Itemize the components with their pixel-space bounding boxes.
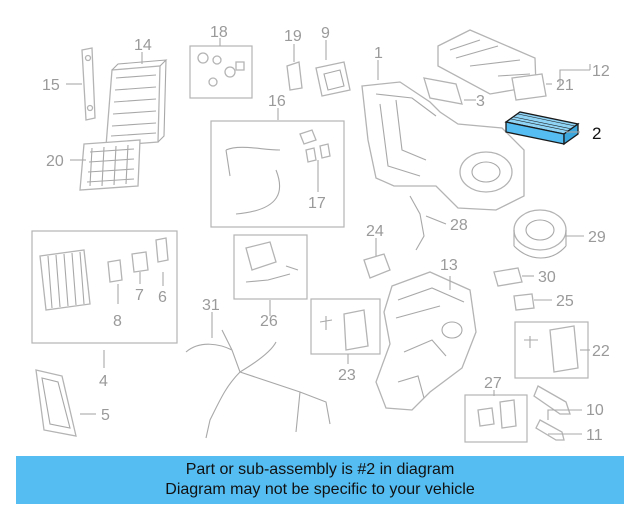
frame-23 (310, 298, 381, 355)
frame-26 (233, 234, 308, 300)
part-16-pipes (225, 129, 317, 215)
callout-10: 10 (586, 402, 604, 419)
part-1-hvac-housing (361, 81, 525, 211)
callout-30: 30 (538, 269, 556, 286)
part-29-blower-motor (513, 209, 567, 259)
leader-lines (66, 38, 591, 435)
callout-11: 11 (586, 427, 603, 444)
part-10-sensor (533, 385, 571, 415)
callout-29: 29 (588, 229, 606, 246)
part-11-sensor (535, 419, 565, 441)
part-19-clip (286, 61, 303, 91)
part-23-cover (319, 309, 369, 351)
callout-15: 15 (42, 77, 60, 94)
callout-21: 21 (556, 77, 574, 94)
callout-1: 1 (374, 45, 383, 62)
part-20-plate (79, 139, 141, 191)
callout-6: 6 (158, 289, 167, 306)
callout-5: 5 (101, 407, 110, 424)
callout-20: 20 (46, 153, 64, 170)
part-24 (363, 253, 391, 279)
callout-27: 27 (484, 375, 502, 392)
callout-26: 26 (260, 313, 278, 330)
callout-12: 12 (592, 63, 610, 80)
frame-16 (210, 120, 345, 228)
callout-9: 9 (321, 25, 330, 42)
info-banner: Part or sub-assembly is #2 in diagram Di… (16, 456, 624, 504)
part-4-evaporator-group (39, 237, 169, 311)
callout-4: 4 (99, 373, 108, 390)
banner-line-2: Diagram may not be specific to your vehi… (165, 481, 475, 498)
frame-4 (31, 230, 178, 344)
parts-diagram: 1 2 3 4 5 6 7 8 9 10 11 12 13 14 15 16 1… (31, 24, 610, 444)
frame-18 (189, 45, 253, 99)
part-18-fasteners (197, 52, 245, 87)
part-15-bracket (81, 47, 96, 121)
callout-18: 18 (210, 24, 228, 41)
callout-2: 2 (592, 124, 601, 143)
part-27-clips (477, 399, 517, 429)
banner-line-1: Part or sub-assembly is #2 in diagram (185, 461, 455, 478)
part-2-cabin-filter (504, 111, 580, 146)
callout-16: 16 (268, 93, 286, 110)
part-13-lower-housing (375, 271, 477, 411)
part-22-cover (524, 325, 579, 373)
part-5-frame (35, 369, 77, 437)
part-25 (513, 293, 535, 311)
callout-23: 23 (338, 367, 356, 384)
callout-25: 25 (556, 293, 574, 310)
callout-22: 22 (592, 343, 610, 360)
callout-14: 14 (134, 37, 152, 54)
part-14-heater-core (105, 59, 168, 147)
callout-28: 28 (450, 217, 468, 234)
callout-24: 24 (366, 223, 384, 240)
callout-17: 17 (308, 195, 326, 212)
callout-13: 13 (440, 257, 458, 274)
part-30 (493, 267, 523, 287)
part-26-bracket (245, 241, 299, 283)
part-9-seal (315, 61, 351, 97)
callout-7: 7 (135, 287, 144, 304)
callout-31: 31 (202, 297, 220, 314)
callout-19: 19 (284, 28, 302, 45)
frame-27 (464, 394, 528, 443)
part-3 (423, 77, 463, 105)
part-17-fittings (305, 143, 331, 163)
callout-8: 8 (113, 313, 122, 330)
part-28-rod (409, 195, 425, 251)
part-31-wiring-harness (185, 329, 331, 439)
part-21 (511, 73, 547, 101)
callout-3: 3 (476, 93, 485, 110)
